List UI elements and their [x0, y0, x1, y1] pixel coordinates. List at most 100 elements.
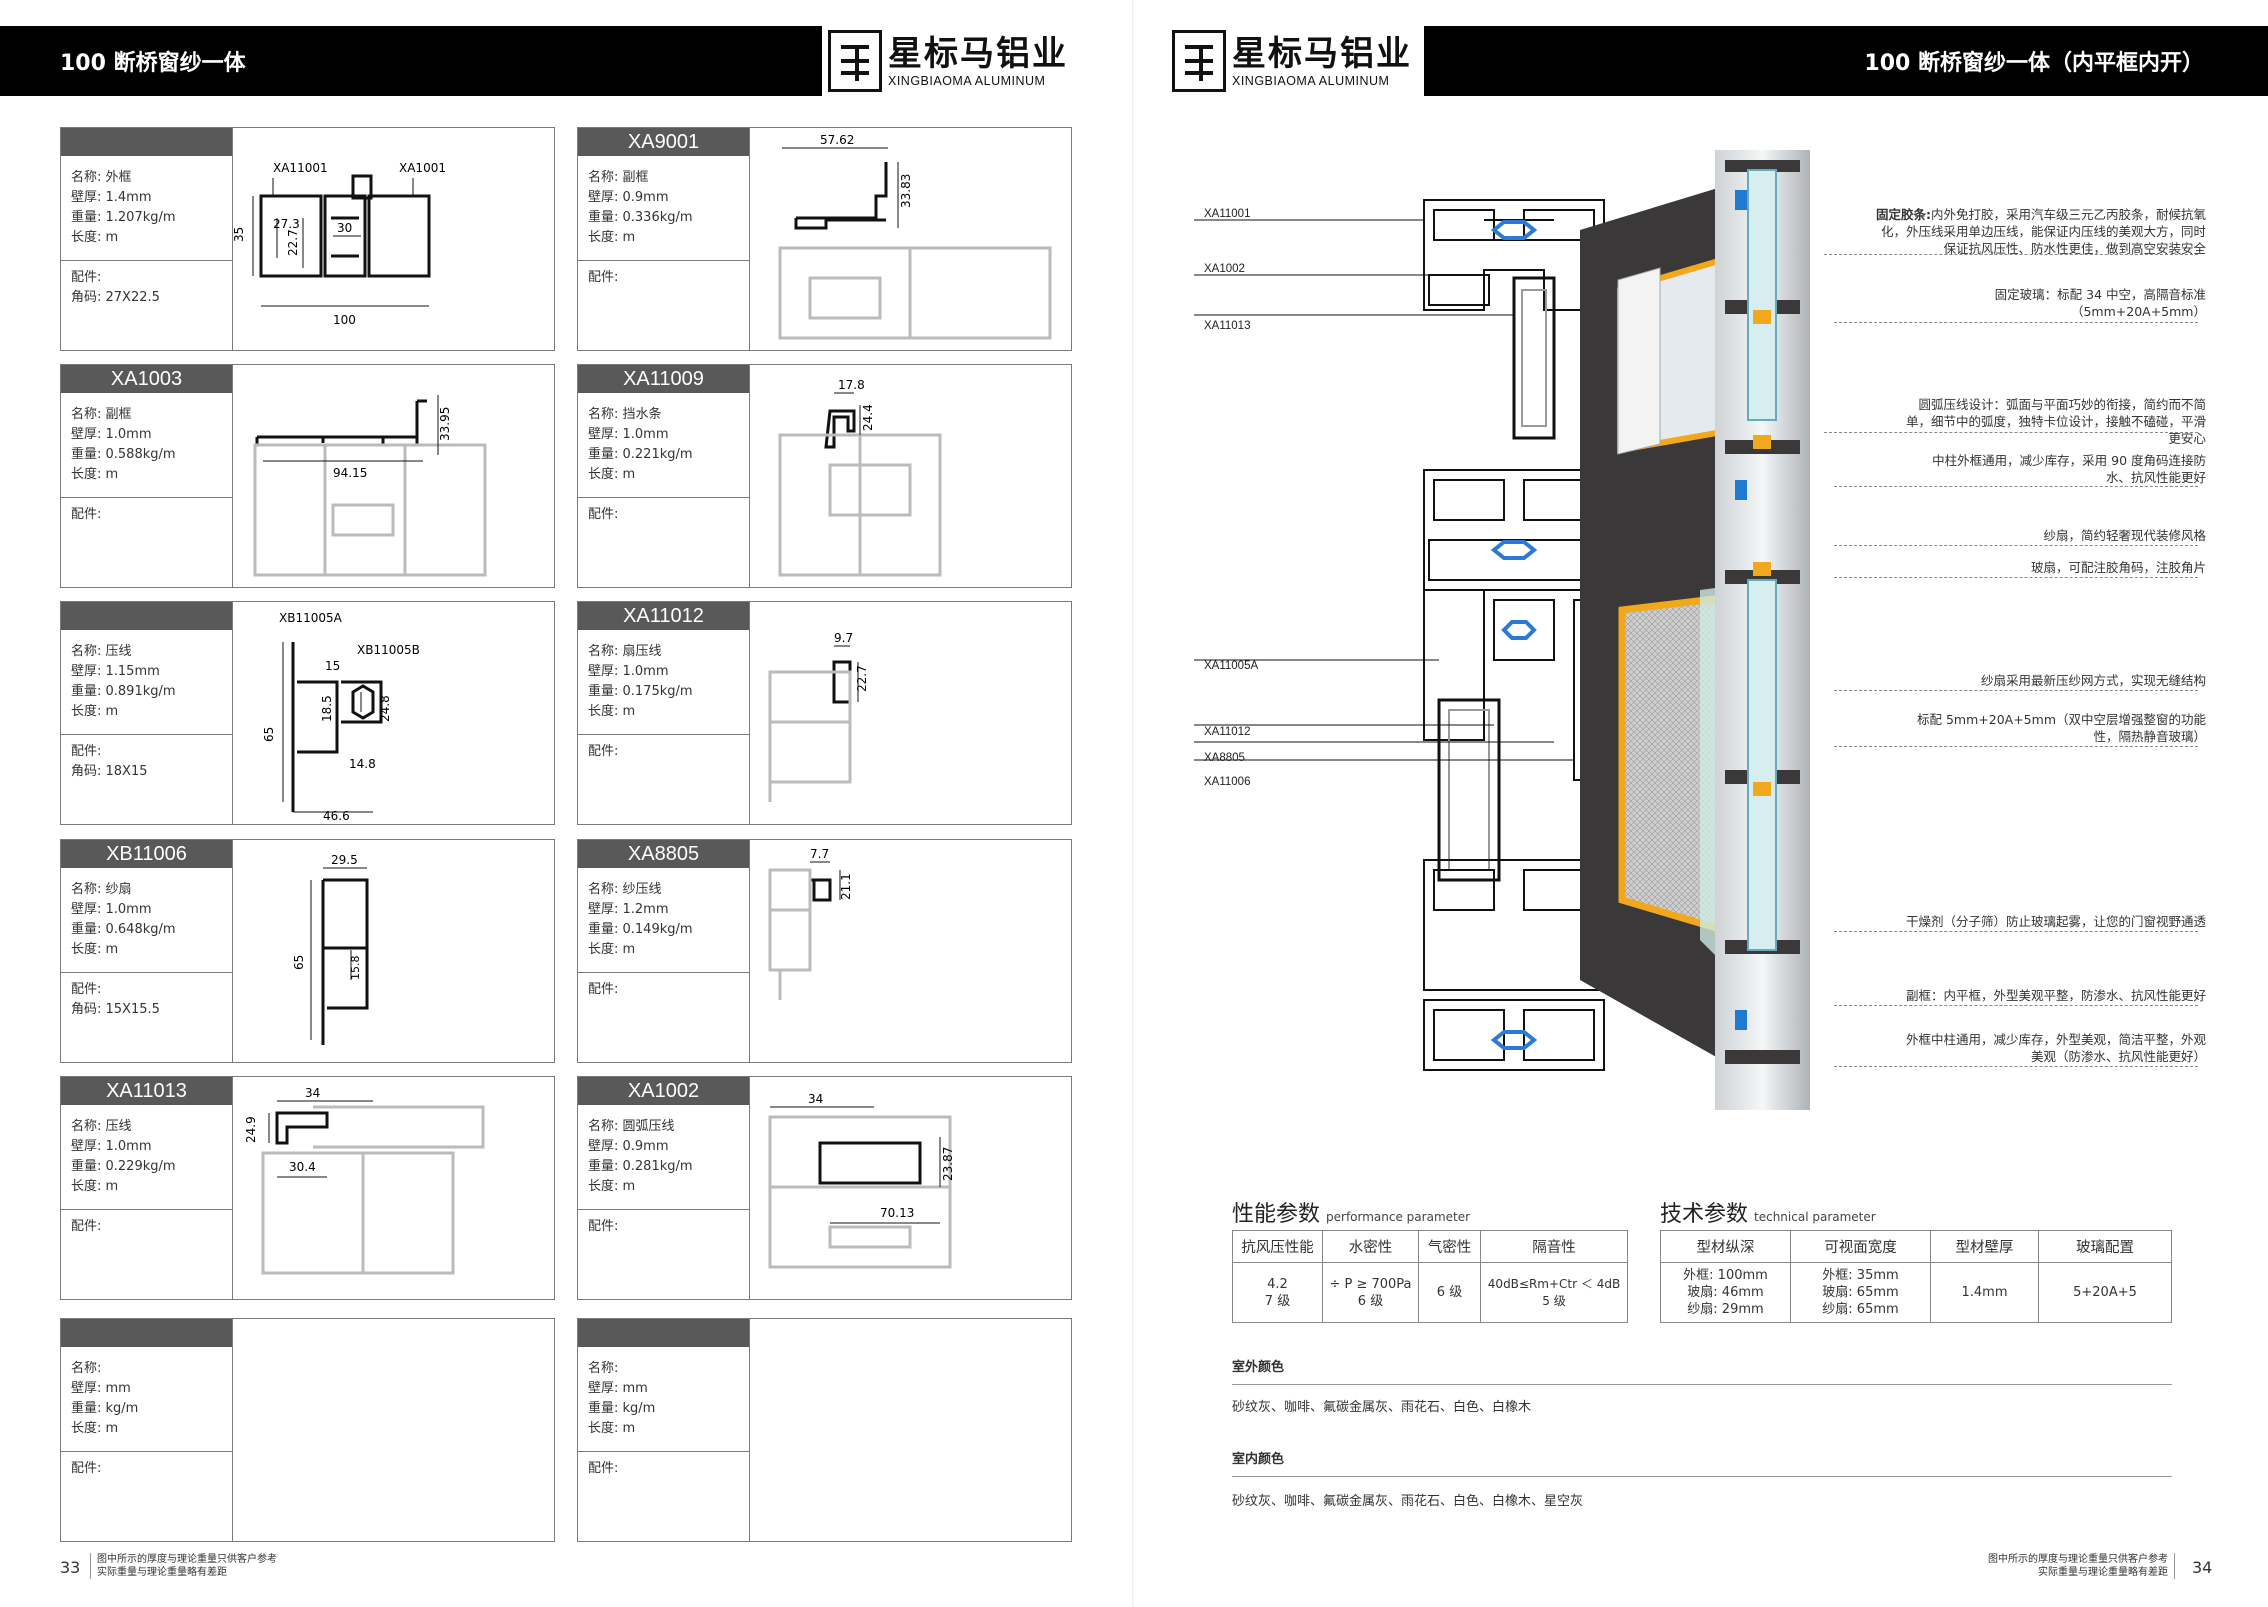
spec-weight: 重量: 0.281kg/m [588, 1159, 693, 1174]
svg-text:23.87: 23.87 [941, 1147, 955, 1181]
svg-text:65: 65 [262, 727, 276, 742]
spec-wall: 壁厚: 1.4mm [71, 190, 152, 205]
card-divider [578, 1451, 749, 1452]
profile-code: XA8805 [578, 840, 749, 868]
table-header: 型材纵深 [1660, 1230, 1791, 1263]
technical-subtitle: technical parameter [1754, 1210, 1876, 1224]
section-label: XA11006 [1204, 776, 1251, 788]
card-divider [232, 602, 233, 824]
accessory-label: 配件: [71, 744, 102, 759]
svg-text:XB11005A: XB11005A [279, 611, 343, 625]
page-number-left: 33 [60, 1558, 81, 1577]
svg-text:33.83: 33.83 [899, 174, 913, 208]
accessory-label: 配件: [71, 1461, 102, 1476]
footer-note-left: 图中所示的厚度与理论重量只供客户参考 实际重量与理论重量略有差距 [90, 1553, 277, 1579]
window-3d-render [1580, 150, 1810, 1110]
spec-length: 长度: m [588, 1179, 636, 1194]
spec-wall: 壁厚: 0.9mm [588, 1139, 669, 1154]
svg-text:57.62: 57.62 [820, 133, 854, 147]
callout-text: 内外免打胶，采用汽车级三元乙丙胶条，耐候抗氧化，外压线采用单边压线，能保证内压线… [1880, 207, 2207, 256]
performance-subtitle: performance parameter [1326, 1210, 1471, 1224]
performance-title: 性能参数 performance parameter [1232, 1196, 1470, 1228]
card-divider [578, 734, 749, 735]
spec-wall: 壁厚: 1.15mm [71, 664, 160, 679]
callout-screen-sash: 纱扇，简约轻奢现代装修风格 [2043, 528, 2206, 543]
accessory-label: 配件: [71, 1219, 102, 1234]
spec-weight: 重量: kg/m [588, 1401, 656, 1416]
table-header: 可视面宽度 [1790, 1230, 1931, 1263]
svg-text:35: 35 [233, 227, 246, 242]
card-divider [232, 1319, 233, 1541]
performance-title-text: 性能参数 [1232, 1202, 1321, 1227]
left-header-title: 100 断桥窗纱一体 [60, 51, 246, 76]
card-divider [578, 972, 749, 973]
svg-text:14.8: 14.8 [349, 757, 376, 771]
spec-weight: 重量: 0.175kg/m [588, 684, 693, 699]
svg-text:22.7: 22.7 [286, 229, 300, 256]
svg-text:24.8: 24.8 [378, 695, 392, 722]
card-divider [578, 260, 749, 261]
spec-weight: 重量: 0.891kg/m [71, 684, 176, 699]
callout-glass-sash: 玻扇，可配注胶角码，注胶角片 [2030, 560, 2206, 575]
accessory-label: 配件: [588, 744, 619, 759]
profile-accessories: 配件: [588, 1217, 618, 1237]
section-label: XA11012 [1204, 726, 1251, 738]
spec-length: 长度: m [71, 1421, 119, 1436]
card-divider [61, 497, 232, 498]
spec-length: 长度: m [71, 230, 119, 245]
svg-text:7.7: 7.7 [810, 847, 829, 861]
section-label: XA11013 [1204, 320, 1251, 332]
spec-wall: 壁厚: mm [71, 1381, 131, 1396]
profile-drawing: 57.62 33.83 [750, 128, 1072, 350]
outdoor-colors-label: 室外颜色 [1232, 1360, 1285, 1375]
spec-wall: 壁厚: 1.2mm [588, 902, 669, 917]
card-divider [61, 734, 232, 735]
table-header: 型材壁厚 [1930, 1230, 2039, 1263]
footer-note-line: 图中所示的厚度与理论重量只供客户参考 [1988, 1554, 2168, 1565]
left-page: 100 断桥窗纱一体 星标马铝业 XINGBIAOMA ALUMINUM 名称:… [0, 26, 1072, 1579]
table-cell: 6 级 [1418, 1262, 1481, 1323]
svg-text:15.8: 15.8 [349, 956, 362, 981]
accessory-label: 配件: [588, 982, 619, 997]
profile-accessories: 配件: [588, 268, 618, 288]
card-divider [578, 497, 749, 498]
card-divider [749, 602, 750, 824]
brand-mark-icon [1172, 30, 1226, 92]
brand-mark-icon [828, 30, 882, 92]
spec-name: 名称: 纱扇 [71, 882, 132, 897]
svg-text:46.6: 46.6 [323, 809, 350, 823]
footer-note-line: 实际重量与理论重量略有差距 [2038, 1567, 2168, 1578]
profile-accessories: 配件: [71, 505, 101, 525]
accessory-value: 角码: 27X22.5 [71, 290, 160, 305]
table-header: 隔音性 [1480, 1230, 1628, 1263]
section-label: XA8805 [1204, 752, 1245, 764]
outdoor-colors-value: 砂纹灰、咖啡、氟碳金属灰、雨花石、白色、白橡木 [1232, 1400, 1532, 1415]
right-header-bar: 100 断桥窗纱一体（内平框内开） [1424, 26, 2268, 96]
profile-code [61, 602, 232, 630]
callout-leader-line [1834, 577, 2198, 578]
profile-code: XA1003 [61, 365, 232, 393]
profile-code: XA11012 [578, 602, 749, 630]
spec-wall: 壁厚: 1.0mm [71, 427, 152, 442]
svg-text:34: 34 [305, 1086, 320, 1100]
callout-leader-line [1834, 690, 2198, 691]
table-header: 气密性 [1418, 1230, 1481, 1263]
callout-leader-line [1834, 322, 2198, 323]
svg-text:100: 100 [333, 313, 356, 327]
profile-code: XA11013 [61, 1077, 232, 1105]
spec-length: 长度: m [588, 1421, 636, 1436]
spec-weight: 重量: 0.648kg/m [71, 922, 176, 937]
